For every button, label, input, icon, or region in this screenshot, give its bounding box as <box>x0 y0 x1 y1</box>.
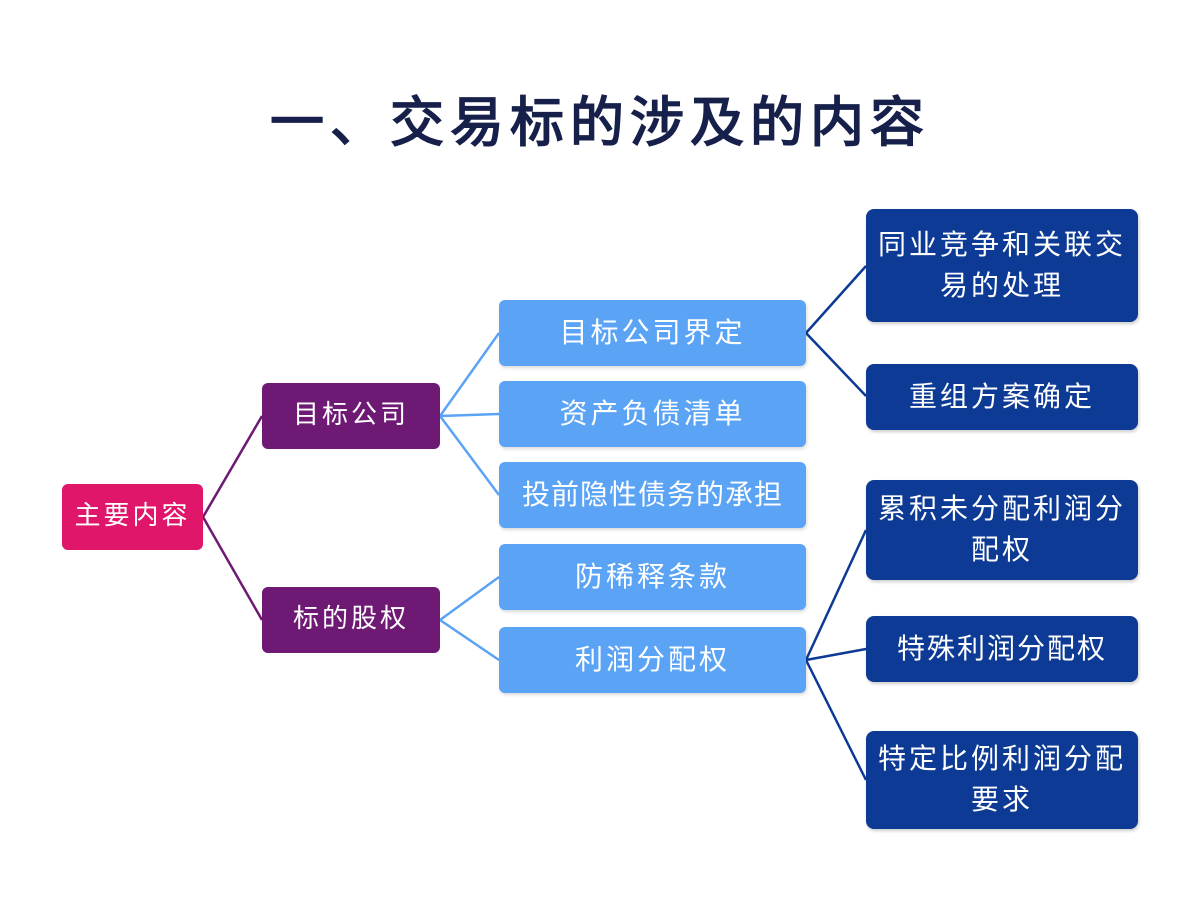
node-target-company-definition: 目标公司界定 <box>499 300 806 366</box>
link-company-define <box>438 332 501 417</box>
node-special-profit-right: 特殊利润分配权 <box>866 616 1138 682</box>
node-competition-related-transactions: 同业竞争和关联交易的处理 <box>866 209 1138 322</box>
link-define-competition <box>805 265 867 334</box>
node-anti-dilution: 防稀释条款 <box>499 544 806 610</box>
link-profit-accumulated <box>804 529 868 661</box>
link-company-balance <box>439 412 500 418</box>
link-root-target-company <box>201 415 264 518</box>
node-accumulated-profit-right: 累积未分配利润分配权 <box>866 480 1138 580</box>
link-profit-specific <box>804 659 868 781</box>
node-balance-sheet-list: 资产负债清单 <box>499 381 806 447</box>
link-equity-antidilution <box>439 575 500 622</box>
link-define-restructure <box>805 332 867 397</box>
node-restructure-plan: 重组方案确定 <box>866 364 1138 430</box>
node-hidden-debt: 投前隐性债务的承担 <box>499 462 806 528</box>
node-specific-ratio-profit: 特定比例利润分配要求 <box>866 731 1138 829</box>
link-root-equity <box>201 516 264 621</box>
node-target-company: 目标公司 <box>262 383 440 449</box>
link-equity-profit <box>439 618 500 662</box>
node-profit-distribution: 利润分配权 <box>499 627 806 693</box>
node-target-equity: 标的股权 <box>262 587 440 653</box>
page-title: 一、交易标的涉及的内容 <box>270 90 930 154</box>
link-profit-special <box>805 647 867 662</box>
root-node: 主要内容 <box>62 484 203 550</box>
link-company-debt <box>438 415 501 496</box>
